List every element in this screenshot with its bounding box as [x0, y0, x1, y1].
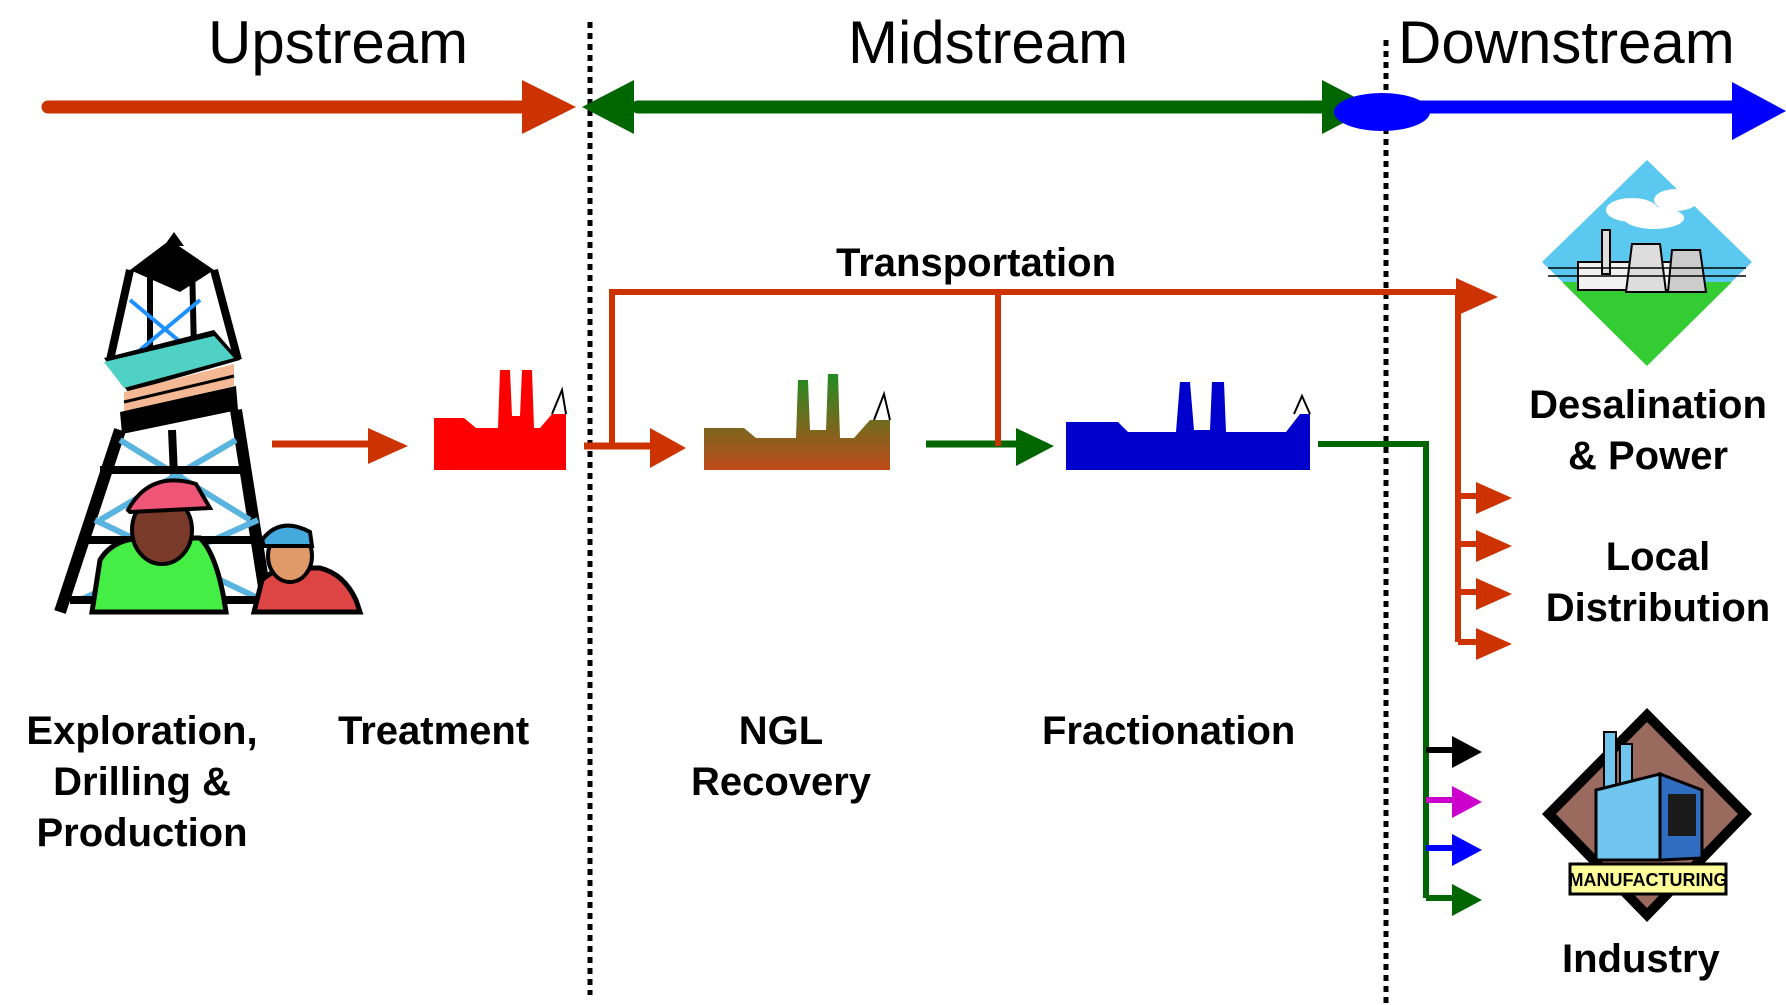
treatment-label: Treatment [338, 709, 530, 753]
midstream-arrow [582, 80, 1374, 134]
ngl-label-line-1: NGL [738, 709, 824, 753]
local-label-line-2: Distribution [1545, 586, 1771, 630]
industry-label: Industry [1562, 937, 1720, 981]
rig-to-treatment-arrowhead [368, 428, 408, 464]
product-arrowhead-blue [1452, 834, 1482, 866]
local-label-line-1: Local [1605, 535, 1711, 579]
desalination-power-label: Desalination & Power [1518, 380, 1778, 482]
upstream-arrow [41, 80, 576, 134]
exploration-label: Exploration, Drilling & Production [0, 706, 284, 859]
local-arrowhead-3 [1476, 578, 1512, 610]
exploration-label-line-3: Production [36, 811, 248, 855]
fractionation-plant-icon [1066, 382, 1311, 470]
local-arrowhead-4 [1476, 628, 1512, 660]
ngl-label-line-2: Recovery [690, 760, 872, 804]
treatment-plant-icon [434, 370, 567, 470]
manufacturing-sign-text: MANUFACTURING [1569, 870, 1728, 890]
midstream-title: Midstream [848, 9, 1129, 76]
desalination-label-line-1: Desalination [1529, 383, 1767, 427]
upstream-title: Upstream [208, 9, 469, 76]
manufacturing-icon: MANUFACTURING [1542, 708, 1752, 922]
product-arrowhead-green [1452, 884, 1482, 916]
local-distribution-label: Local Distribution [1530, 532, 1786, 634]
ngl-to-fractionation-arrowhead [1016, 428, 1054, 466]
product-line [1318, 441, 1429, 898]
transportation-label: Transportation [836, 241, 1117, 285]
product-arrowhead-black [1452, 736, 1482, 768]
ngl-recovery-label: NGL Recovery [674, 706, 888, 808]
local-arrowhead-1 [1476, 482, 1512, 514]
product-arrows [1426, 736, 1482, 916]
workers-icon [89, 478, 364, 615]
product-arrowhead-magenta [1452, 786, 1482, 818]
downstream-title: Downstream [1398, 9, 1735, 76]
exploration-label-line-1: Exploration, [26, 709, 258, 753]
power-arrowhead [1456, 278, 1498, 316]
downstream-arrow [1334, 82, 1786, 140]
treatment-to-ngl-arrowhead [650, 428, 686, 468]
fractionation-label: Fractionation [1042, 709, 1296, 753]
power-plant-icon [1542, 160, 1752, 366]
local-arrowhead-2 [1476, 530, 1512, 562]
exploration-label-line-2: Drilling & [53, 760, 231, 804]
desalination-label-line-2: & Power [1567, 434, 1729, 478]
ngl-plant-icon [704, 374, 891, 470]
